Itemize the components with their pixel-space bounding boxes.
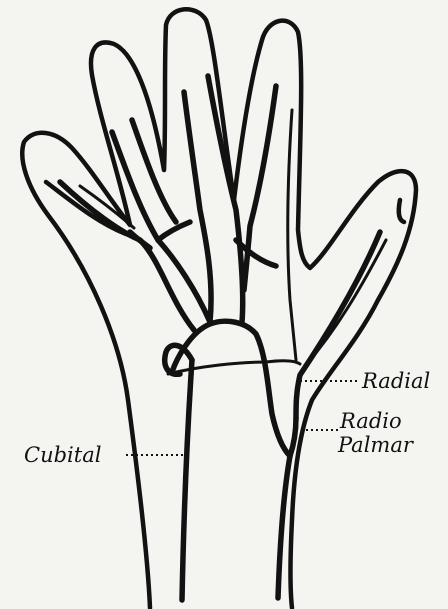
label-radio: Radio [339,409,402,433]
cubital-artery [182,360,192,600]
label-palmar: Palmar [337,433,415,457]
digital-artery-index-2 [288,110,296,360]
hand-outline [22,9,416,608]
finger-inner-line-thumb [399,200,404,222]
label-radial: Radial [361,369,430,393]
carpal-arch [168,361,300,374]
web-connector-2 [130,232,150,248]
digital-artery-middle [184,92,211,322]
web-connector-1 [158,222,190,240]
label-cubital: Cubital [24,443,101,467]
